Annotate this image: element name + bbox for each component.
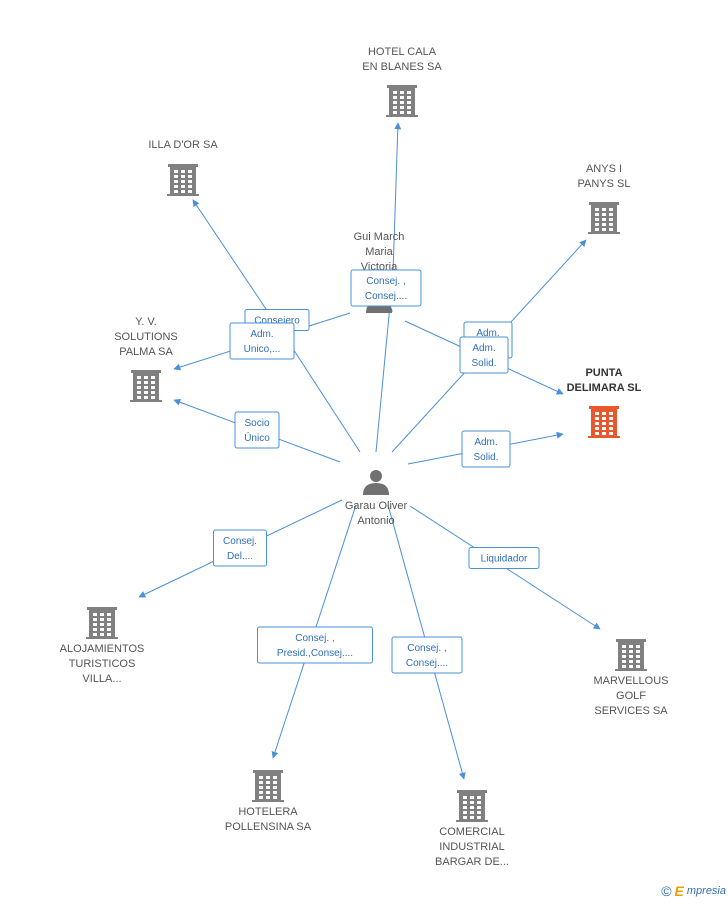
- edge-label-box: [461, 430, 511, 468]
- node-anys-panys[interactable]: ANYS I PANYS SL: [578, 163, 631, 234]
- edge-role-label[interactable]: Consej. , Consej....: [350, 269, 422, 307]
- building-icon[interactable]: [456, 790, 488, 822]
- edge-label-box: [213, 529, 267, 567]
- edge-label-box: [257, 626, 373, 664]
- edge-label-text: Presid.,Consej....: [277, 648, 353, 659]
- building-icon[interactable]: [167, 164, 199, 196]
- edge-label-box: [391, 636, 463, 674]
- node-label: INDUSTRIAL: [439, 841, 504, 853]
- node-label: GOLF: [616, 690, 646, 702]
- building-icon[interactable]: [588, 406, 620, 438]
- node-label: TURISTICOS: [69, 658, 136, 670]
- edge-label-box: [468, 547, 540, 569]
- edges-layer: [138, 122, 601, 780]
- edge-label-box: [229, 322, 295, 360]
- edge-role-label[interactable]: Consej. Del....: [213, 529, 267, 567]
- node-label: PALMA SA: [119, 346, 173, 358]
- edge-label-text: Liquidador: [481, 554, 528, 565]
- edge-role-label[interactable]: Adm. Solid.: [459, 336, 509, 374]
- node-label: Gui March: [354, 231, 405, 243]
- edge-label-text: Adm.: [476, 328, 499, 339]
- edge-label-text: Consej....: [365, 291, 407, 302]
- node-marvellous[interactable]: MARVELLOUS GOLF SERVICES SA: [594, 639, 669, 717]
- node-label: ANYS I: [586, 163, 622, 175]
- edge-label-text: Consej. ,: [366, 276, 405, 287]
- edge-label-text: Unico,...: [244, 344, 281, 355]
- node-label: BARGAR DE...: [435, 856, 509, 868]
- node-label: HOTEL CALA: [368, 46, 437, 58]
- node-label: VILLA...: [82, 673, 121, 685]
- edge-label-text: Consej. ,: [295, 633, 334, 644]
- edge-gui-march-to-hotel-cala: [392, 122, 402, 274]
- building-icon[interactable]: [386, 85, 418, 117]
- node-label: POLLENSINA SA: [225, 821, 312, 833]
- node-label: DELIMARA SL: [567, 382, 642, 394]
- node-comercial[interactable]: COMERCIAL INDUSTRIAL BARGAR DE...: [435, 790, 509, 868]
- person-icon[interactable]: [363, 470, 389, 495]
- node-label: MARVELLOUS: [594, 675, 669, 687]
- node-label: COMERCIAL: [439, 826, 504, 838]
- node-label: Antonio: [357, 515, 394, 527]
- building-icon[interactable]: [615, 639, 647, 671]
- edge-gui-march-to-illa-dor: [192, 199, 269, 313]
- edge-role-label[interactable]: Adm. Unico,...: [229, 322, 295, 360]
- edge-garau-oliver-to-hotel-cala: [375, 304, 393, 453]
- building-icon[interactable]: [130, 370, 162, 402]
- edge-label-text: Solid.: [471, 358, 496, 369]
- edge-role-label[interactable]: Liquidador: [468, 547, 540, 569]
- edge-role-label[interactable]: Consej. , Presid.,Consej....: [257, 626, 373, 664]
- node-label: Maria: [365, 246, 393, 258]
- edge-label-text: Adm.: [474, 437, 497, 448]
- node-label: Y. V.: [135, 316, 156, 328]
- node-yv-solutions[interactable]: Y. V. SOLUTIONS PALMA SA: [114, 316, 178, 402]
- node-label: HOTELERA: [238, 806, 298, 818]
- nodes-layer: HOTEL CALA EN BLANES SA ILLA D'OR SA ANYS I…: [60, 46, 669, 868]
- edge-label-text: Adm.: [472, 343, 495, 354]
- node-illa-dor[interactable]: ILLA D'OR SA: [148, 139, 218, 196]
- building-icon[interactable]: [252, 770, 284, 802]
- edge-label-text: Adm.: [250, 329, 273, 340]
- node-label: ALOJAMIENTOS: [60, 643, 145, 655]
- edge-label-text: Solid.: [473, 452, 498, 463]
- edge-label-box: [350, 269, 422, 307]
- edge-label-text: Consej.: [223, 536, 257, 547]
- edge-label-text: Único: [244, 431, 270, 444]
- edge-label-text: Consej....: [406, 658, 448, 669]
- edge-label-box: [234, 411, 280, 449]
- node-label: Garau Oliver: [345, 500, 408, 512]
- copyright-icon: ©: [661, 883, 672, 899]
- node-label: SERVICES SA: [594, 705, 668, 717]
- node-label: ILLA D'OR SA: [148, 139, 218, 151]
- node-label: EN BLANES SA: [362, 61, 442, 73]
- edge-role-label[interactable]: Adm. Solid.: [461, 430, 511, 468]
- edge-label-text: Socio: [244, 418, 269, 429]
- node-alojamientos[interactable]: ALOJAMIENTOS TURISTICOS VILLA...: [60, 607, 145, 685]
- brand-initial: E: [674, 883, 684, 899]
- building-icon[interactable]: [588, 202, 620, 234]
- edge-role-label[interactable]: Consej. , Consej....: [391, 636, 463, 674]
- edge-label-text: Consejero: [254, 316, 300, 327]
- footer-brand: © E mpresia: [661, 883, 726, 899]
- node-hotelera[interactable]: HOTELERA POLLENSINA SA: [225, 770, 312, 833]
- node-punta-delimara[interactable]: PUNTA DELIMARA SL: [567, 367, 642, 438]
- node-label: SOLUTIONS: [114, 331, 178, 343]
- node-label: PUNTA: [585, 367, 622, 379]
- edge-label-text: Consej. ,: [407, 643, 446, 654]
- node-hotel-cala[interactable]: HOTEL CALA EN BLANES SA: [362, 46, 442, 117]
- node-label: PANYS SL: [578, 178, 631, 190]
- edge-label-box: [459, 336, 509, 374]
- brand-name: mpresia: [686, 885, 726, 897]
- building-icon[interactable]: [86, 607, 118, 639]
- edge-label-text: Del....: [227, 551, 253, 562]
